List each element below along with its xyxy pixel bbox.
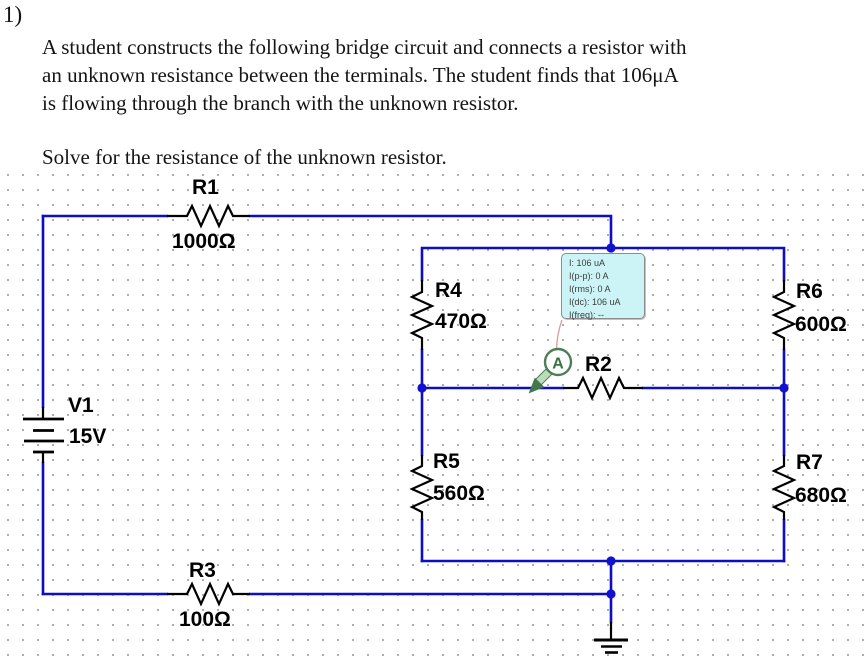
v1-value[interactable]: 15V bbox=[69, 425, 106, 448]
r5-label[interactable]: R5 bbox=[433, 450, 460, 473]
tooltip-line: I(dc): 106 uA bbox=[569, 297, 621, 307]
r3-label[interactable]: R3 bbox=[189, 559, 216, 582]
problem-line: an unknown resistance between the termin… bbox=[42, 63, 679, 87]
resistor-r7-symbol[interactable] bbox=[771, 455, 797, 520]
wire-top[interactable] bbox=[41, 214, 613, 250]
ammeter-probe[interactable]: A bbox=[528, 347, 573, 394]
r3-value[interactable]: 100Ω bbox=[179, 608, 231, 631]
junction-dot bbox=[606, 243, 616, 253]
resistor-r3-symbol[interactable] bbox=[167, 581, 250, 607]
probe-arrow-head-icon bbox=[528, 377, 545, 394]
junction-dot bbox=[417, 383, 427, 393]
wire-bridge-top[interactable] bbox=[420, 246, 786, 282]
problem-line: is flowing through the branch with the u… bbox=[42, 91, 519, 115]
r6-value[interactable]: 600Ω bbox=[795, 313, 847, 336]
r5-value[interactable]: 560Ω bbox=[433, 482, 485, 505]
resistor-r1-symbol[interactable] bbox=[167, 203, 250, 229]
tooltip-line: I(p-p): 0 A bbox=[569, 271, 609, 281]
battery-v1-symbol[interactable] bbox=[23, 407, 64, 463]
problem-number: 1) bbox=[3, 2, 23, 27]
r2-label[interactable]: R2 bbox=[585, 353, 612, 376]
r7-value[interactable]: 680Ω bbox=[795, 484, 847, 507]
junction-dots bbox=[417, 243, 789, 599]
tooltip-line: I: 106 uA bbox=[569, 258, 606, 268]
probe-circle bbox=[543, 347, 573, 377]
problem-line: A student constructs the following bridg… bbox=[42, 35, 687, 59]
ground-symbol[interactable] bbox=[594, 622, 628, 654]
problem-statement: A student constructs the following bridg… bbox=[42, 33, 686, 117]
r1-label[interactable]: R1 bbox=[192, 176, 219, 199]
tooltip-connector-line bbox=[555, 319, 563, 350]
r4-label[interactable]: R4 bbox=[435, 279, 462, 302]
resistor-r6-symbol[interactable] bbox=[771, 280, 797, 350]
r6-label[interactable]: R6 bbox=[796, 280, 823, 303]
r1-value[interactable]: 1000Ω bbox=[172, 230, 236, 253]
v1-label[interactable]: V1 bbox=[68, 394, 94, 417]
junction-dot bbox=[606, 556, 616, 566]
resistor-r4-symbol[interactable] bbox=[409, 280, 435, 350]
r4-value[interactable]: 470Ω bbox=[435, 310, 487, 333]
resistor-r5-symbol[interactable] bbox=[409, 455, 435, 520]
probe-measurement-tooltip: I: 106 uA I(p-p): 0 A I(rms): 0 A I(dc):… bbox=[561, 253, 645, 320]
tooltip-line: I(freq): -- bbox=[569, 310, 604, 320]
resistor-r2-symbol[interactable] bbox=[563, 375, 643, 401]
problem-prompt: Solve for the resistance of the unknown … bbox=[42, 145, 447, 169]
junction-dot bbox=[606, 589, 616, 599]
ammeter-icon: A bbox=[552, 356, 564, 373]
r7-label[interactable]: R7 bbox=[796, 451, 823, 474]
tooltip-line: I(rms): 0 A bbox=[569, 284, 611, 294]
schematic-grid bbox=[0, 170, 868, 662]
junction-dot bbox=[779, 383, 789, 393]
